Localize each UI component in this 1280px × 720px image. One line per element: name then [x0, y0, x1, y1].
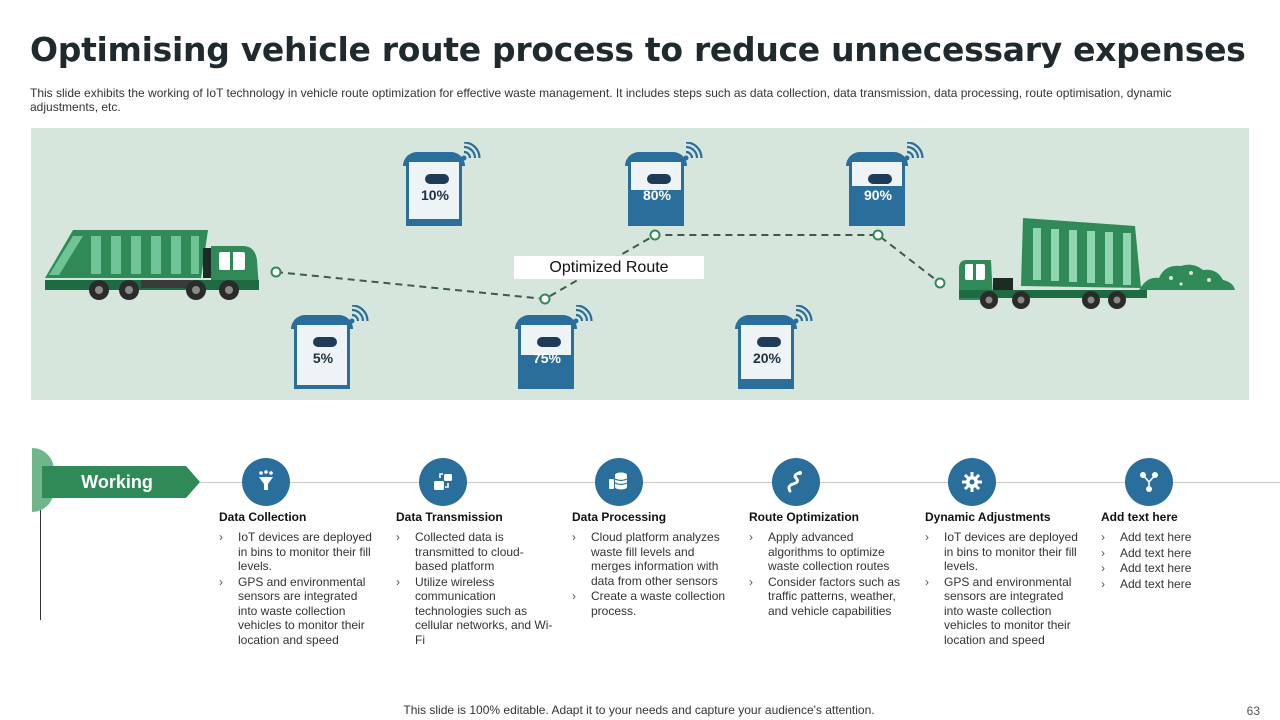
bin-fill-level — [631, 190, 681, 226]
bin-body — [738, 325, 794, 389]
bin-fill-level — [297, 385, 347, 389]
step-point: Create a waste collection process. — [572, 589, 732, 618]
bin-body — [294, 325, 350, 389]
garbage-truck-left — [45, 230, 259, 300]
bin-body — [849, 162, 905, 226]
bin-fill-percent: 80% — [642, 187, 672, 203]
footer-note: This slide is 100% editable. Adapt it to… — [403, 703, 875, 717]
bin-sensor-slot — [537, 337, 561, 347]
step-point: Add text here — [1101, 561, 1261, 576]
step-title-route-optimization: Route Optimization — [749, 510, 859, 524]
bin-sensor-slot — [313, 337, 337, 347]
step-point: Add text here — [1101, 530, 1261, 545]
step-title-dynamic-adjustments: Dynamic Adjustments — [925, 510, 1051, 524]
bin-sensor-slot — [868, 174, 892, 184]
step-point: Apply advanced algorithms to optimize wa… — [749, 530, 909, 574]
route-node — [934, 277, 946, 289]
slide-subtitle: This slide exhibits the working of IoT t… — [30, 86, 1172, 114]
step-points-dynamic-adjustments: IoT devices are deployed in bins to moni… — [925, 530, 1085, 648]
slide-title: Optimising vehicle route process to redu… — [30, 30, 1246, 69]
route-icon — [772, 458, 820, 506]
bin-sensor-slot — [757, 337, 781, 347]
route-diagram-graphics — [45, 218, 1235, 309]
bin-5-percent: 5% — [290, 305, 369, 395]
bin-fill-percent: 75% — [532, 350, 562, 366]
step-title-data-transmission: Data Transmission — [396, 510, 503, 524]
step-title-add-text: Add text here — [1101, 510, 1178, 524]
route-diagram-panel: 5% 10% 75% 80% 20% — [31, 128, 1249, 400]
optimized-route-label: Optimized Route — [514, 256, 704, 279]
step-title-data-processing: Data Processing — [572, 510, 667, 524]
step-point: Cloud platform analyzes waste fill level… — [572, 530, 732, 588]
working-arrow-banner — [42, 466, 200, 498]
gear-icon — [948, 458, 996, 506]
network-icon — [1125, 458, 1173, 506]
route-node — [872, 229, 884, 241]
step-point: Consider factors such as traffic pattern… — [749, 575, 909, 619]
bin-fill-percent: 5% — [312, 350, 334, 366]
bin-body — [518, 325, 574, 389]
funnel-icon — [242, 458, 290, 506]
wifi-icon — [793, 305, 813, 324]
step-point: Add text here — [1101, 546, 1261, 561]
page-number: 63 — [1246, 704, 1260, 718]
step-points-data-collection: IoT devices are deployed in bins to moni… — [219, 530, 379, 648]
wifi-icon — [573, 305, 593, 324]
wifi-icon — [349, 305, 369, 324]
transfer-icon — [419, 458, 467, 506]
bin-body — [628, 162, 684, 226]
wifi-icon — [683, 142, 703, 161]
route-node — [649, 229, 661, 241]
database-icon — [595, 458, 643, 506]
step-point: GPS and environmental sensors are integr… — [219, 575, 379, 648]
bin-fill-level — [409, 219, 459, 226]
step-points-data-transmission: Collected data is transmitted to cloud-b… — [396, 530, 556, 648]
step-point: Collected data is transmitted to cloud-b… — [396, 530, 556, 574]
bin-fill-level — [521, 355, 571, 389]
working-label: Working — [81, 472, 153, 492]
step-points-add-text: Add text here Add text here Add text her… — [1101, 530, 1261, 592]
timeline-line — [200, 482, 1280, 483]
garbage-pile — [1139, 264, 1235, 290]
bin-20-percent: 20% — [734, 305, 813, 395]
step-point: GPS and environmental sensors are integr… — [925, 575, 1085, 648]
bin-fill-percent: 10% — [420, 187, 450, 203]
step-point: Add text here — [1101, 577, 1261, 592]
bin-body — [406, 162, 462, 226]
bin-fill-level — [852, 186, 902, 226]
wifi-icon — [904, 142, 924, 161]
step-point: IoT devices are deployed in bins to moni… — [219, 530, 379, 574]
bin-80-percent: 80% — [624, 142, 703, 232]
step-title-data-collection: Data Collection — [219, 510, 307, 524]
bin-10-percent: 10% — [402, 142, 481, 232]
bin-sensor-slot — [647, 174, 671, 184]
step-point: Utilize wireless communication technolog… — [396, 575, 556, 648]
bin-90-percent: 90% — [845, 142, 924, 232]
bin-75-percent: 75% — [514, 305, 593, 395]
bin-sensor-slot — [425, 174, 449, 184]
bin-fill-level — [741, 379, 791, 389]
step-points-data-processing: Cloud platform analyzes waste fill level… — [572, 530, 732, 619]
timeline-vertical-line — [40, 480, 41, 620]
bin-fill-percent: 90% — [863, 187, 893, 203]
route-node — [270, 266, 282, 278]
bin-fill-percent: 20% — [752, 350, 782, 366]
step-point: IoT devices are deployed in bins to moni… — [925, 530, 1085, 574]
route-node — [539, 293, 551, 305]
step-points-route-optimization: Apply advanced algorithms to optimize wa… — [749, 530, 909, 619]
dump-truck-right — [959, 218, 1147, 309]
wifi-icon — [461, 142, 481, 161]
